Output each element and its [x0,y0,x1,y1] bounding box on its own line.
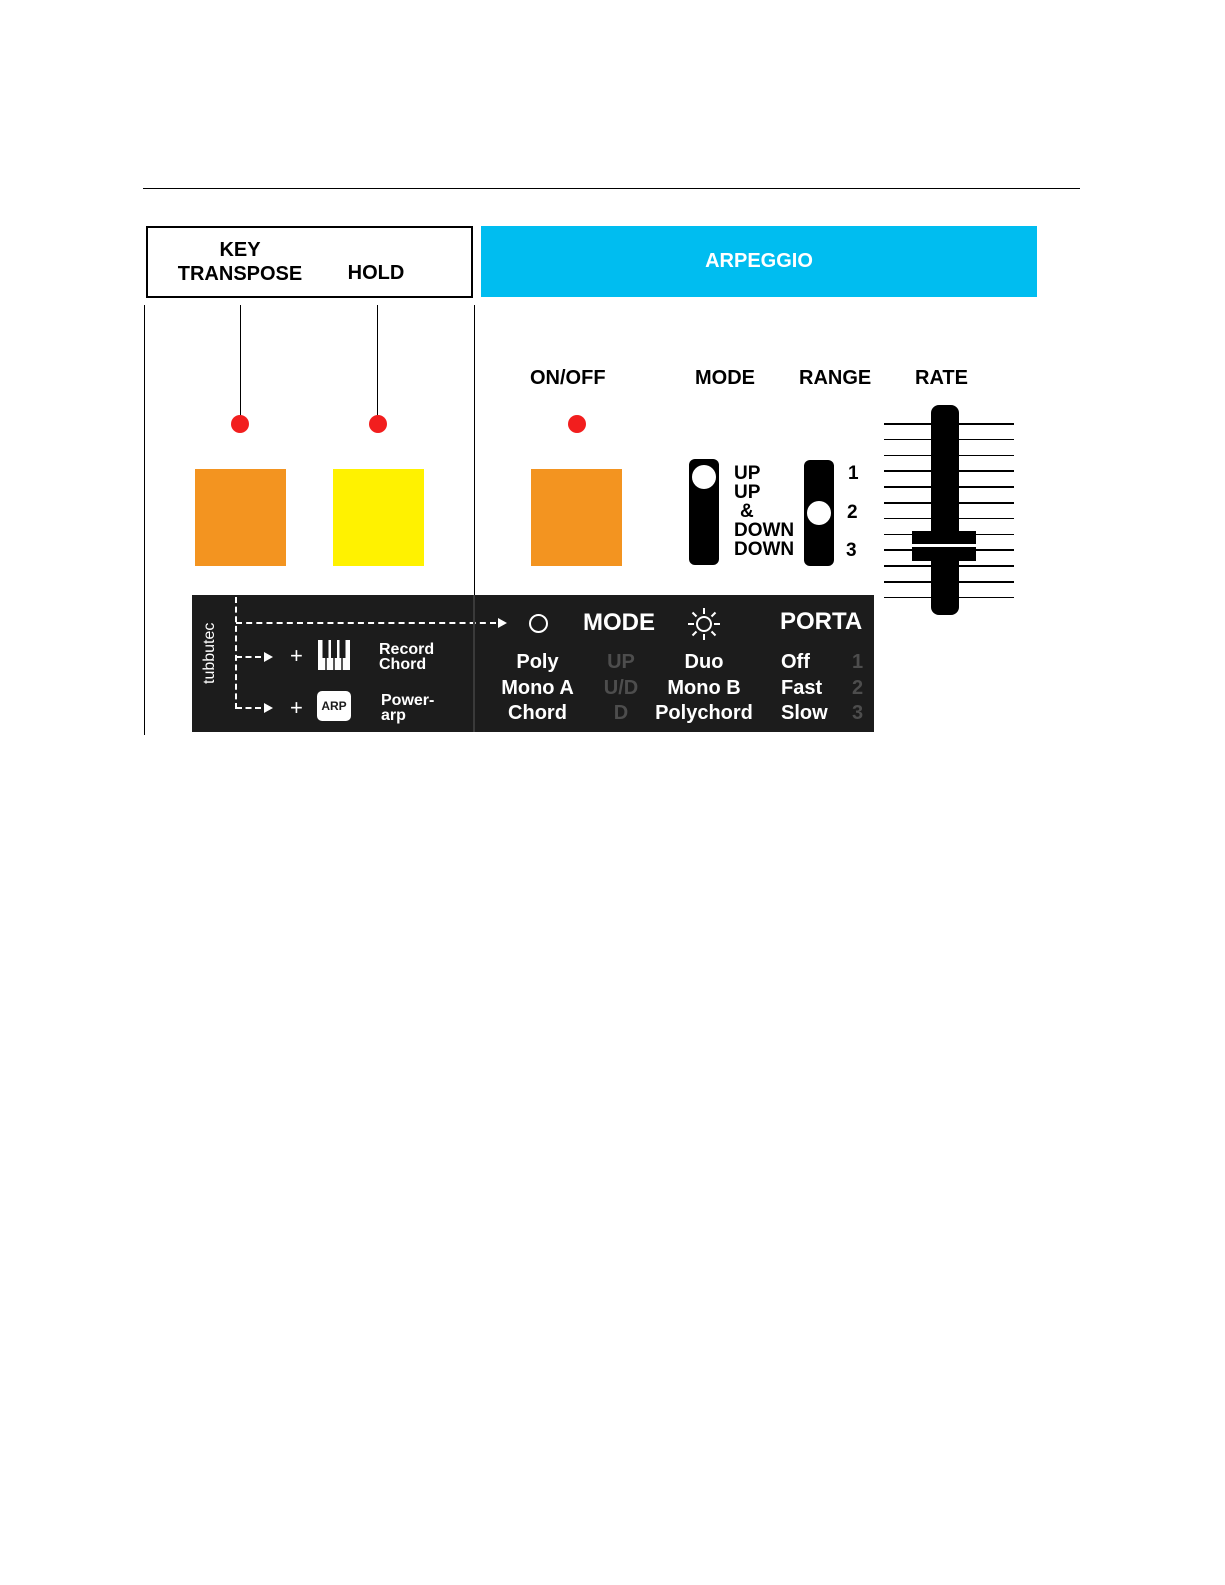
key-transpose-leader [240,305,241,417]
legend-num-2: 2 [852,677,863,700]
mode-switch-knob[interactable] [692,465,716,489]
piano-keys-icon [317,639,351,671]
range-option-1: 1 [848,464,859,483]
mode-option-down: DOWN [734,540,794,559]
record-chord-line1: Record [379,642,434,657]
plus-icon: + [290,695,303,721]
led-on-sun-icon [686,606,722,642]
arp-on-off-button[interactable] [531,469,622,566]
tubbutec-brand: tubbutec [201,624,219,684]
range-switch-knob[interactable] [807,501,831,525]
legend-mono-a: Mono A [490,677,585,700]
arp-badge-icon: ARP [317,691,351,721]
legend-up: UP [596,651,646,674]
legend-porta-fast: Fast [781,677,822,700]
rate-fader-handle[interactable] [912,531,976,561]
mode-option-up-down-2: DOWN [734,521,794,540]
hold-led [369,415,387,433]
plus-icon: + [290,643,303,669]
arp-on-off-led [568,415,586,433]
range-option-2: 2 [847,503,858,522]
legend-mode-header: MODE [583,609,655,637]
mode-label: MODE [695,367,755,390]
legend-duo: Duo [654,651,754,674]
arrow-right-icon [264,652,273,662]
range-option-3: 3 [846,541,857,560]
transpose-label: TRANSPOSE [165,262,315,286]
legend-poly: Poly [500,651,575,674]
legend-separator [473,595,475,732]
hold-leader [377,305,378,417]
top-divider [143,188,1080,189]
legend-porta-slow: Slow [781,702,828,725]
legend-porta-off: Off [781,651,810,674]
legend-ud: U/D [596,677,646,700]
arp-badge-label: ARP [321,699,346,713]
legend-dashed-line-top [236,622,496,624]
legend-num-1: 1 [852,651,863,674]
legend-mono-b: Mono B [654,677,754,700]
panel-left-edge [144,305,145,735]
key-label: KEY [190,238,290,262]
mode-option-ampersand: & [740,502,754,521]
range-label: RANGE [799,367,871,390]
legend-d: D [596,702,646,725]
legend-chord: Chord [495,702,580,725]
panel-section-divider [474,305,475,595]
arpeggio-header: ARPEGGIO [481,226,1037,297]
mode-option-up: UP [734,464,760,483]
legend-dashed-vertical [235,597,237,709]
key-transpose-button[interactable] [195,469,286,566]
mode-option-up-down-1: UP [734,483,760,502]
legend-dashed-line-bottom [236,707,261,709]
rate-label: RATE [915,367,968,390]
on-off-label: ON/OFF [530,367,606,390]
powerarp-line1: Power- [381,693,434,708]
hold-button[interactable] [333,469,424,566]
tubbutec-legend-panel: tubbutec + + Record Chord ARP Power- arp… [192,595,874,732]
arrow-right-icon [498,618,507,628]
mode-switch[interactable] [689,459,719,565]
key-transpose-led [231,415,249,433]
arpeggio-title: ARPEGGIO [705,250,813,273]
hold-label: HOLD [336,261,416,285]
led-off-circle-icon [529,614,548,633]
powerarp-line2: arp [381,708,406,723]
legend-dashed-line-mid [236,656,261,658]
record-chord-line2: Chord [379,657,426,672]
legend-porta-header: PORTA [780,608,862,636]
rate-fader-track[interactable] [931,405,959,615]
range-switch[interactable] [804,460,834,566]
legend-polychord: Polychord [647,702,761,725]
legend-num-3: 3 [852,702,863,725]
arrow-right-icon [264,703,273,713]
